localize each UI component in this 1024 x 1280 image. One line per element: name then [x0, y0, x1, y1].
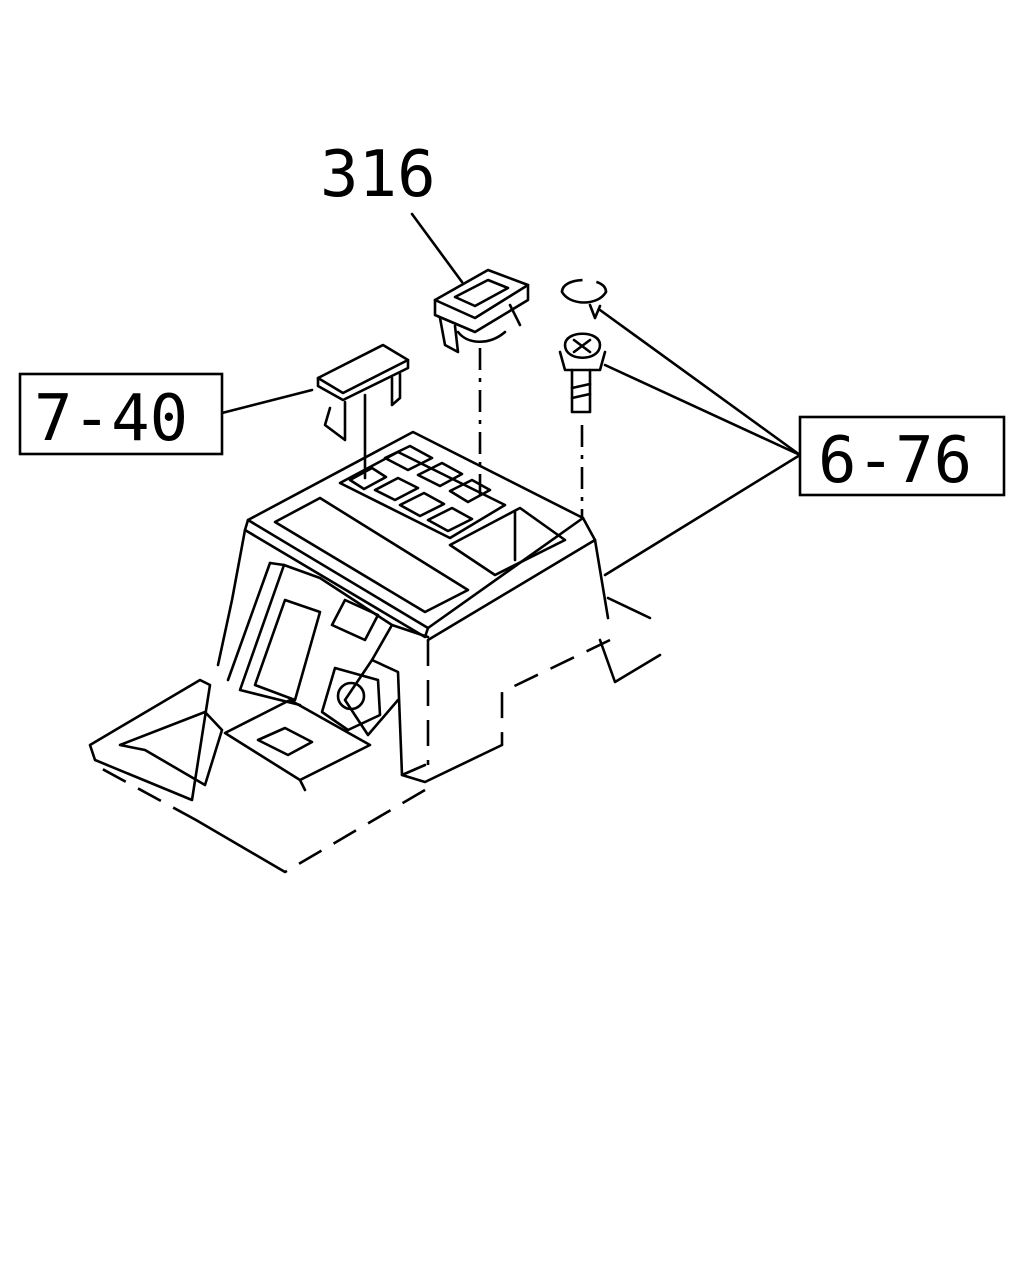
box-7-40 [18, 372, 224, 456]
leader-6-76-cap [598, 308, 802, 457]
switch-316 [433, 268, 530, 354]
label-6-76: 6-76 [818, 424, 972, 498]
label-316: 316 [320, 138, 436, 212]
bolt-6-76 [558, 332, 607, 414]
leader-7-40 [220, 388, 314, 415]
box-6-76 [798, 415, 1006, 497]
leader-6-76-console [603, 453, 802, 577]
leader-6-76-bolt [603, 363, 802, 457]
cap-6-76 [560, 278, 608, 320]
clip-7-40 [316, 343, 410, 442]
label-7-40: 7-40 [34, 382, 188, 456]
center-console [88, 430, 662, 874]
leader-316 [410, 212, 464, 284]
